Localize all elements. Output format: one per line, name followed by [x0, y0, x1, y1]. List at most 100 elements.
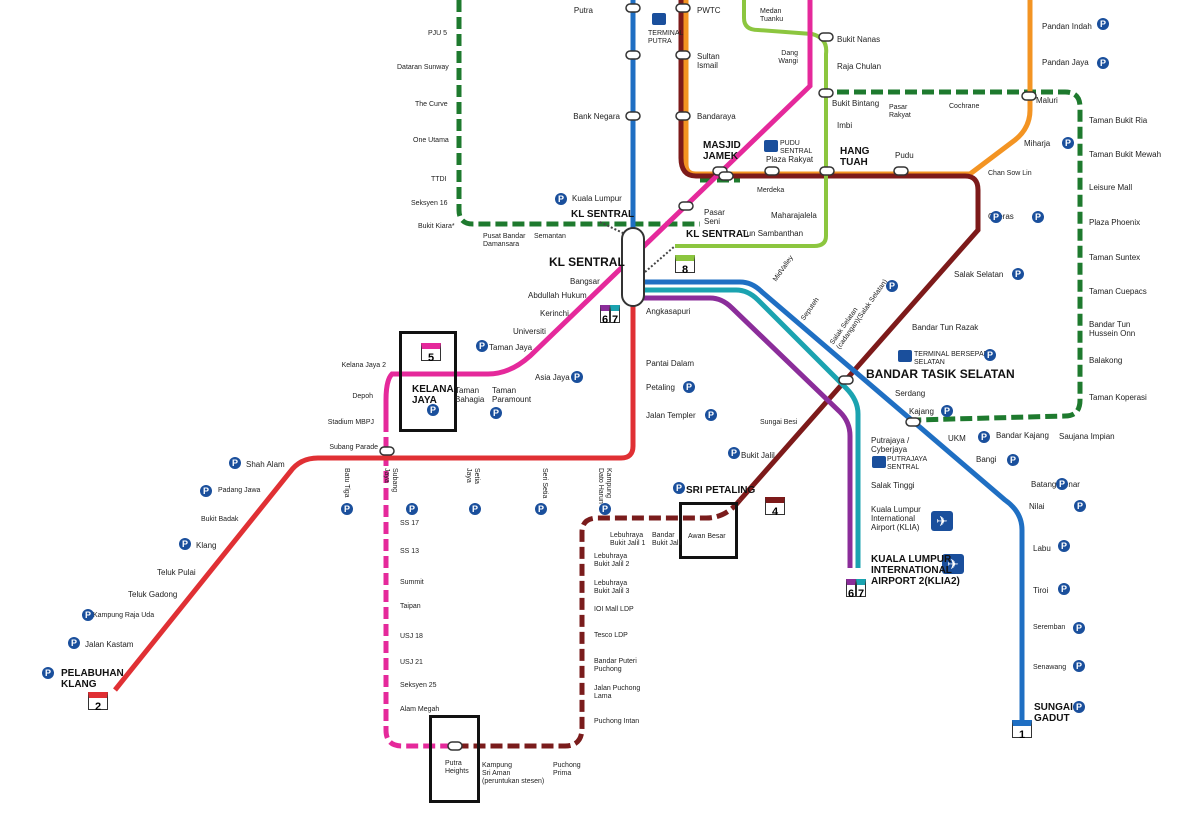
parking-icon: P — [476, 340, 488, 352]
station-label-batang-benar: Batang Benar — [1031, 480, 1080, 489]
interchange-marker — [447, 741, 463, 751]
interchange-marker — [678, 201, 694, 211]
parking-icon: P — [705, 409, 717, 421]
station-label-imbi: Imbi — [837, 121, 853, 130]
station-label-pasar-rakyat: Pasar Rakyat — [889, 104, 911, 119]
interchange-marker — [625, 111, 641, 121]
parking-icon: P — [1097, 18, 1109, 30]
station-label-bukit-kiara: Bukit Kiara* — [418, 223, 455, 230]
station-label-jalan-puchong-lama: Jalan Puchong Lama — [594, 685, 641, 700]
station-label-klia2: KUALA LUMPUR INTERNATIONAL AIRPORT 2(KLI… — [871, 554, 960, 587]
station-label-hang-tuah: HANG TUAH — [840, 146, 870, 168]
station-label-sungai-gadut: SUNGAI GADUT — [1034, 702, 1073, 724]
station-label-maharajalela: Maharajalela — [771, 211, 817, 220]
station-label-terminal-putra: TERMINAL PUTRA — [648, 30, 684, 45]
station-label-seksyen16: Seksyen 16 — [411, 200, 448, 207]
station-label-chan-sow-lin: Chan Sow Lin — [988, 170, 1032, 177]
station-label-kl-sentral: KL SENTRAL — [549, 255, 625, 269]
station-label-summit: Summit — [400, 579, 424, 586]
kl-sentral-hub — [621, 227, 645, 307]
parking-icon: P — [427, 404, 439, 416]
parking-icon: P — [886, 280, 898, 292]
station-label-maluri: Maluri — [1036, 96, 1058, 105]
station-label-jalan-kastam: Jalan Kastam — [85, 640, 134, 649]
parking-icon: P — [179, 538, 191, 550]
interchange-marker — [675, 50, 691, 60]
station-label-bukit-jalil: Bukit Jalil — [741, 451, 775, 460]
interchange-marker — [675, 111, 691, 121]
interchange-marker — [625, 50, 641, 60]
line-4-maroon — [678, 0, 981, 502]
parking-icon: P — [1073, 660, 1085, 672]
parking-icon: P — [1007, 454, 1019, 466]
interchange-marker — [1021, 91, 1037, 101]
parking-icon: P — [1058, 583, 1070, 595]
line-tag-2: 2 — [88, 692, 108, 713]
station-label-kelana-jaya-2: Kelana Jaya 2 — [341, 362, 386, 369]
station-label-bandar-tun-razak: Bandar Tun Razak — [912, 323, 979, 332]
station-label-merdeka: Merdeka — [757, 187, 785, 194]
parking-icon: P — [673, 482, 685, 494]
parking-icon: P — [984, 349, 996, 361]
station-label-klang: Klang — [196, 541, 217, 550]
parking-icon: P — [406, 503, 418, 515]
line-tag-7: 7 — [610, 305, 620, 326]
station-label-pusat-bandar-damansara: Pusat Bandar Damansara — [483, 233, 526, 248]
station-label-depoh: Depoh — [352, 393, 373, 400]
station-label-kerinchi: Kerinchi — [540, 309, 569, 318]
parking-icon: P — [1032, 211, 1044, 223]
interchange-marker — [625, 3, 641, 13]
station-label-plaza-rakyat: Plaza Rakyat — [766, 155, 814, 164]
station-label-bandar-kajang: Bandar Kajang — [996, 431, 1049, 440]
parking-icon: P — [683, 381, 695, 393]
station-label-awan-besar: Awan Besar — [688, 533, 726, 540]
station-label-kuala-lumpur: Kuala Lumpur — [572, 194, 622, 203]
station-label-teluk-pulai: Teluk Pulai — [157, 568, 196, 577]
station-label-puchong-intan: Puchong Intan — [594, 718, 640, 725]
parking-icon: P — [1012, 268, 1024, 280]
station-label-tun-sambanthan: Tun Sambanthan — [742, 229, 804, 238]
station-label-kampung-raja-uda: Kampung Raja Uda — [93, 612, 155, 619]
highlight-kelana-jaya — [399, 331, 457, 432]
station-label-the-curve: The Curve — [415, 101, 448, 108]
station-label-angkasapuri: Angkasapuri — [646, 307, 691, 316]
station-label-putrajaya-sentral: PUTRAJAYA SENTRAL — [887, 456, 928, 471]
parking-icon: P — [490, 407, 502, 419]
station-label-shah-alam: Shah Alam — [246, 460, 285, 469]
station-label-bank-negara: Bank Negara — [573, 112, 620, 121]
station-label-tiroi: Tiroi — [1033, 586, 1049, 595]
line-tag-4: 4 — [765, 497, 785, 518]
station-label-bandar-bukit-jalil: Bandar Bukit Jalil — [652, 532, 682, 547]
parking-icon: P — [555, 193, 567, 205]
station-label-ukm: UKM — [948, 434, 966, 443]
parking-icon: P — [229, 457, 241, 469]
station-label-plaza-phoenix: Plaza Phoenix — [1089, 218, 1141, 227]
parking-icon: P — [571, 371, 583, 383]
station-label-nilai: Nilai — [1029, 502, 1045, 511]
station-label-alam-megah: Alam Megah — [400, 706, 440, 713]
line-tag-1: 1 — [1012, 720, 1032, 741]
station-label-stadium-mbpj: Stadium MBPJ — [327, 419, 374, 426]
station-label-pwtc: PWTC — [697, 6, 721, 15]
parking-icon: P — [941, 405, 953, 417]
interchange-marker — [379, 446, 395, 456]
parking-icon: P — [1073, 622, 1085, 634]
station-label-bandar-puteri-puchong: Bandar Puteri Puchong — [594, 658, 637, 673]
station-label-senawang: Senawang — [1033, 664, 1067, 671]
highlight-awan-besar — [679, 502, 738, 559]
station-label-bukit-nanas: Bukit Nanas — [837, 35, 881, 44]
line-5-extension-dashed — [383, 420, 450, 749]
line-tag-5: 5 — [421, 343, 441, 364]
terminal-icon-tbs — [898, 350, 912, 362]
station-label-dataran-sunway: Dataran Sunway — [397, 64, 449, 71]
station-label-medan-tuanku: Medan Tuanku — [760, 8, 784, 23]
station-label-tesco-ldp: Tesco LDP — [594, 632, 628, 639]
station-label-serdang: Serdang — [895, 389, 926, 398]
parking-icon: P — [68, 637, 80, 649]
station-label-saujana-impian: Saujana Impian — [1059, 432, 1115, 441]
station-label-taipan: Taipan — [400, 603, 421, 610]
station-label-putra-heights: Putra Heights — [445, 760, 469, 775]
line-tag-7b: 7 — [856, 579, 866, 600]
station-label-bandar-tasik-selatan: BANDAR TASIK SELATAN — [866, 367, 1015, 381]
station-label-klia: Kuala Lumpur International Airport (KLIA… — [871, 505, 921, 532]
